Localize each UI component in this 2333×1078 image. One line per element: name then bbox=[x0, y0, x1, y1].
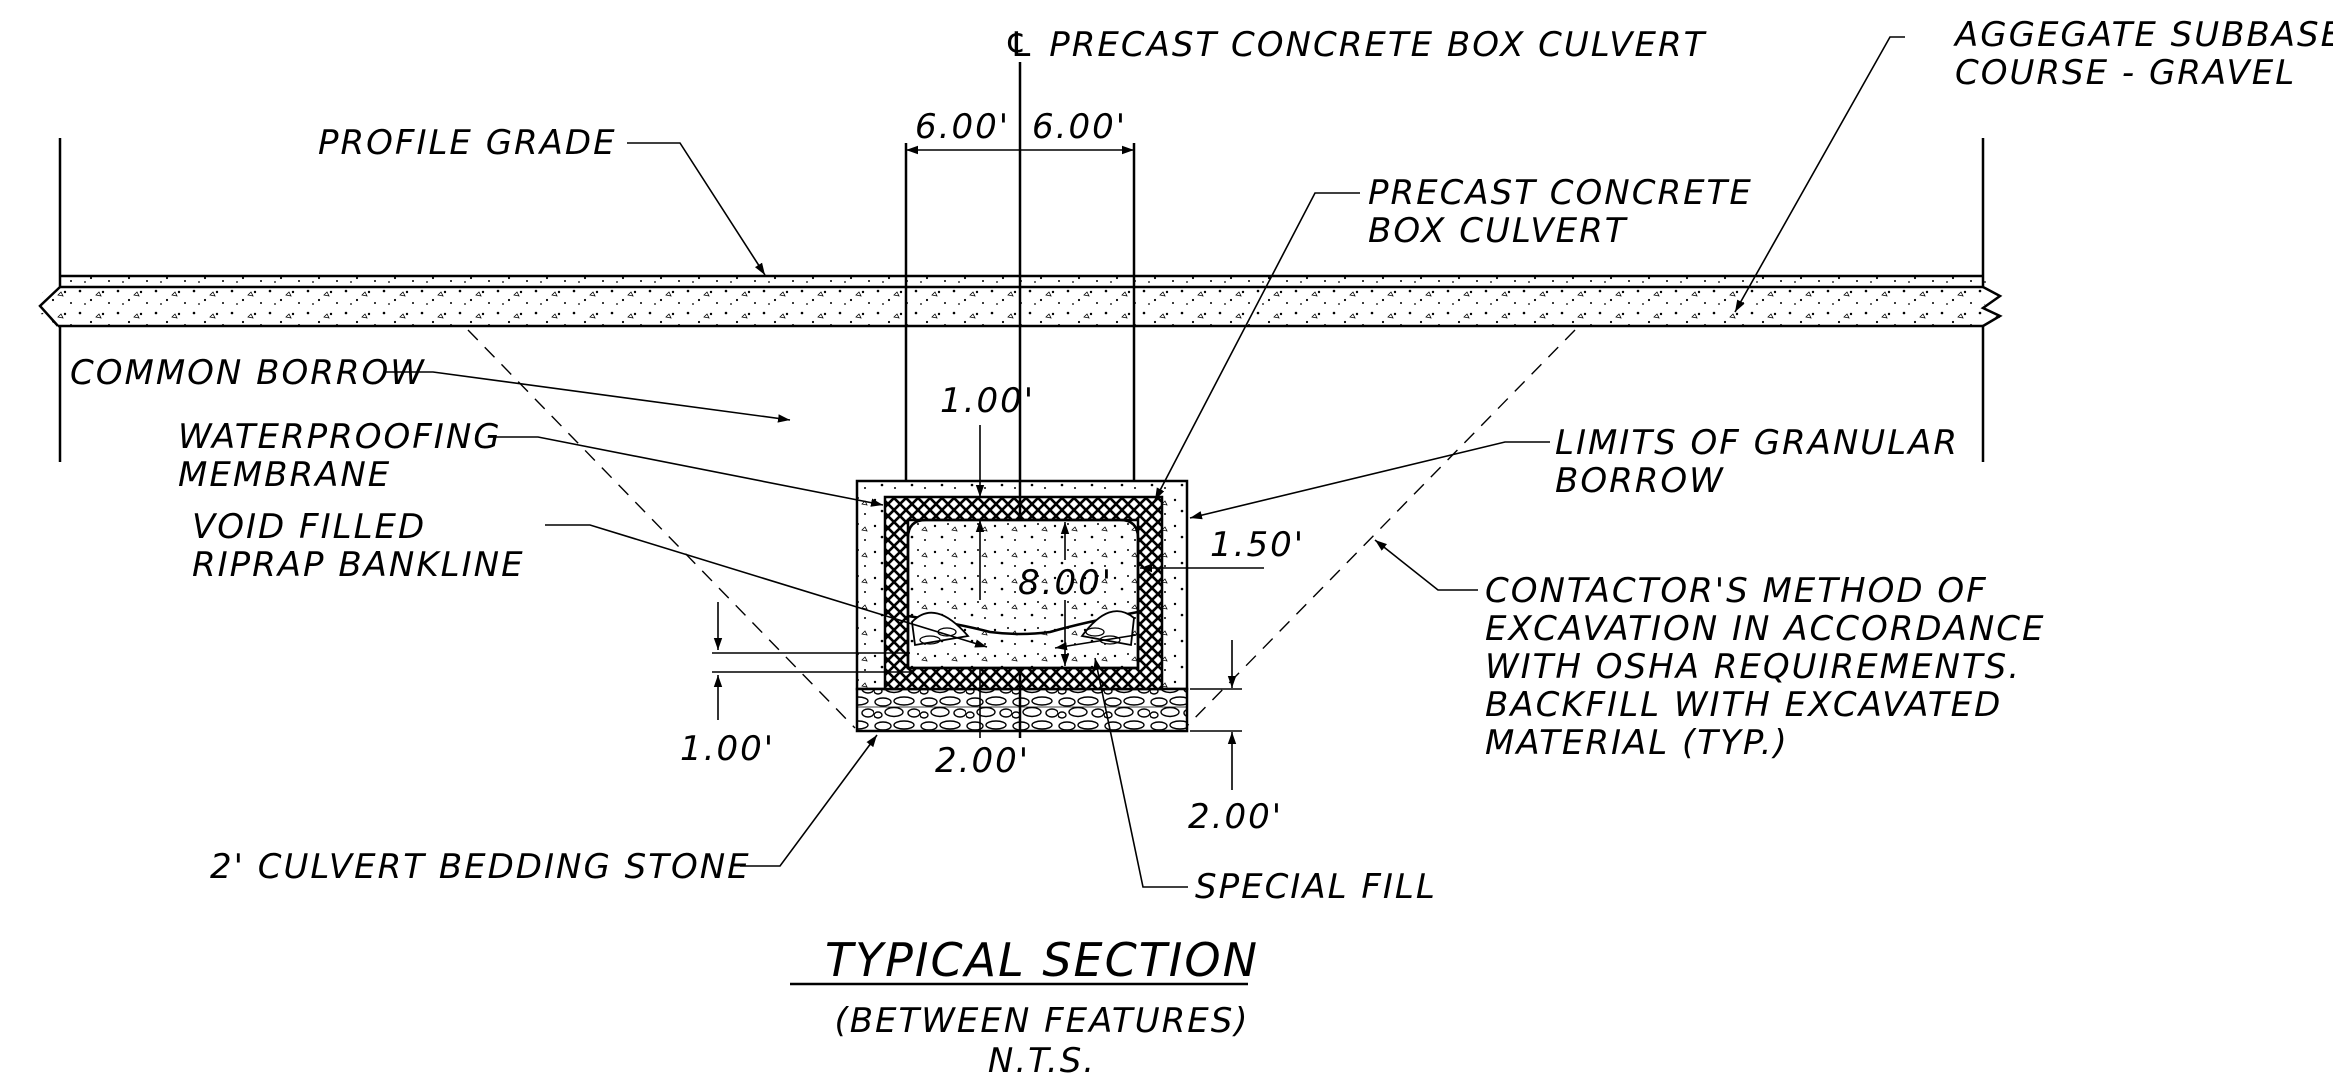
title-block: TYPICAL SECTION (BETWEEN FEATURES) N.T.S… bbox=[790, 933, 1259, 1078]
dim-half-width-left: 6.00' bbox=[915, 107, 1010, 147]
subbase-label-line2: COURSE - GRAVEL bbox=[1955, 53, 2296, 93]
granular-label-line2: BORROW bbox=[1555, 461, 1725, 501]
labels: ℄ PRECAST CONCRETE BOX CULVERT AGGEGATE … bbox=[70, 15, 2333, 907]
leader-lines bbox=[383, 36, 1905, 888]
excavation-limits bbox=[467, 329, 1576, 729]
bedding-stone-label: 2' CULVERT BEDDING STONE bbox=[210, 847, 751, 887]
waterproofing-label-line2: MEMBRANE bbox=[178, 455, 391, 495]
dim-height: 8.00' bbox=[1018, 563, 1113, 603]
void-filled-label-line2: RIPRAP BANKLINE bbox=[192, 545, 525, 585]
subbase-label-line1: AGGEGATE SUBBASE bbox=[1953, 15, 2333, 55]
box-culvert bbox=[855, 479, 1189, 733]
precast-label-line2: BOX CULVERT bbox=[1368, 211, 1628, 251]
contractor-note-line5: MATERIAL (TYP.) bbox=[1485, 723, 1789, 763]
centerline-label: ℄ PRECAST CONCRETE BOX CULVERT bbox=[1004, 25, 1707, 65]
special-fill-label: SPECIAL FILL bbox=[1195, 867, 1437, 907]
dim-bedding-left: 2.00' bbox=[935, 741, 1030, 781]
drawing-title: TYPICAL SECTION bbox=[825, 933, 1259, 987]
common-borrow-label: COMMON BORROW bbox=[70, 353, 426, 393]
precast-label-line1: PRECAST CONCRETE bbox=[1368, 173, 1753, 213]
dim-half-width-right: 6.00' bbox=[1032, 107, 1127, 147]
drawing-scale: N.T.S. bbox=[988, 1041, 1096, 1078]
dim-bedding-right: 2.00' bbox=[1188, 797, 1283, 837]
contractor-note-line3: WITH OSHA REQUIREMENTS. bbox=[1485, 647, 2021, 687]
dim-channel: 1.00' bbox=[680, 729, 775, 769]
contractor-note-line1: CONTACTOR'S METHOD OF bbox=[1485, 571, 1988, 611]
void-filled-label-line1: VOID FILLED bbox=[192, 507, 426, 547]
drawing-subtitle: (BETWEEN FEATURES) bbox=[834, 1001, 1249, 1041]
dim-wall: 1.50' bbox=[1210, 525, 1305, 565]
profile-grade-label: PROFILE GRADE bbox=[318, 123, 617, 163]
contractor-note-line2: EXCAVATION IN ACCORDANCE bbox=[1485, 609, 2046, 649]
contractor-note-line4: BACKFILL WITH EXCAVATED bbox=[1485, 685, 2002, 725]
dim-top-slab: 1.00' bbox=[940, 381, 1035, 421]
waterproofing-label-line1: WATERPROOFING bbox=[178, 417, 502, 457]
dimension-lines bbox=[712, 62, 1264, 790]
granular-label-line1: LIMITS OF GRANULAR bbox=[1555, 423, 1959, 463]
